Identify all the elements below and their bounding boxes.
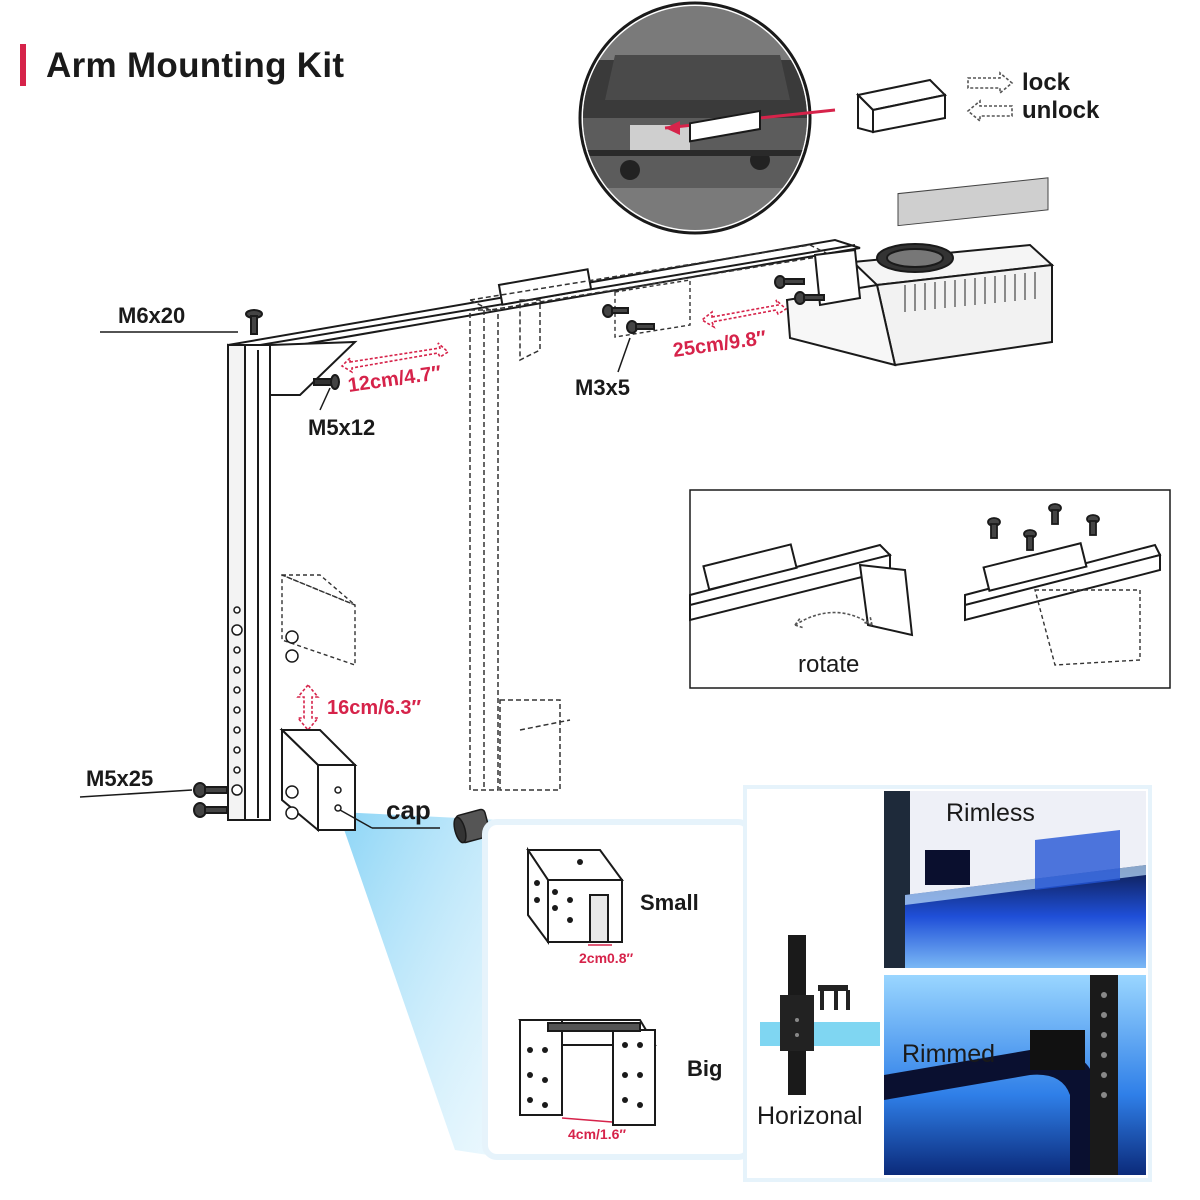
clamp-dashed-position	[281, 573, 356, 666]
clamp-lower-screws	[285, 785, 342, 820]
page-title: Arm Mounting Kit	[46, 46, 345, 85]
screw-m3x5	[602, 304, 655, 373]
label-small: Small	[640, 890, 699, 915]
clamp-big-holes	[527, 1042, 643, 1108]
lock-arrow-icon	[966, 71, 1014, 123]
lock-detail-magnifier	[578, 1, 836, 235]
callout-wedge	[338, 812, 500, 1155]
rotate-arrow-icon	[794, 611, 873, 629]
screw-m6x20	[100, 309, 263, 335]
light-unit	[785, 177, 1055, 367]
cap-icon	[453, 808, 491, 844]
legend-unlock: unlock	[1022, 97, 1100, 124]
label-rimless: Rimless	[946, 799, 1035, 827]
legend-lock: lock	[1022, 69, 1071, 96]
label-rimmed: Rimmed	[902, 1040, 996, 1068]
rotate-rail-right	[964, 542, 1162, 622]
clamp-big	[518, 1019, 657, 1126]
light-vent	[904, 272, 1036, 312]
label-rotate: rotate	[798, 651, 860, 678]
post-holes	[231, 606, 243, 796]
label-m6x20: M6x20	[118, 303, 186, 328]
dimension-arrow-25cm	[700, 299, 788, 329]
screw-m5x25	[79, 782, 228, 818]
label-cap: cap	[386, 795, 431, 825]
horizontal-mount-diagram	[760, 935, 880, 1095]
clamp-small	[526, 846, 624, 946]
dimension-arrow-16cm	[296, 683, 320, 732]
light-bracket	[813, 248, 862, 307]
screw-m5x12	[313, 374, 340, 411]
label-m5x12: M5x12	[308, 415, 376, 440]
rotate-screws	[987, 503, 1100, 551]
rail-slider-top	[497, 109, 761, 306]
clamp-small-holes	[534, 859, 583, 923]
lock-block-icon	[855, 78, 948, 134]
clamp-big-dim-line	[561, 1117, 613, 1123]
dimension-2cm: 2cm0.8″	[579, 950, 634, 966]
rotate-bracket-dashed	[1034, 589, 1141, 666]
rotate-rail-left	[689, 543, 914, 637]
title-accent-bar	[20, 44, 26, 86]
label-m3x5: M3x5	[575, 375, 631, 400]
bracket-dashed-upper	[614, 279, 691, 338]
label-m5x25: M5x25	[86, 766, 154, 791]
clamp-dashed-screws	[285, 630, 299, 663]
rimless-photo	[884, 791, 1146, 968]
cap-leader	[339, 809, 373, 829]
label-big: Big	[687, 1056, 723, 1081]
dimension-arrow-12cm	[340, 342, 450, 374]
rail-dashed-position	[467, 244, 833, 791]
label-horizontal: Horizonal	[757, 1102, 863, 1130]
dimension-16cm: 16cm/6.3″	[327, 697, 422, 719]
dimension-4cm: 4cm/1.6″	[568, 1126, 627, 1142]
vertical-post	[227, 340, 358, 821]
rimmed-photo	[884, 975, 1146, 1175]
light-bracket-screws	[774, 275, 825, 305]
